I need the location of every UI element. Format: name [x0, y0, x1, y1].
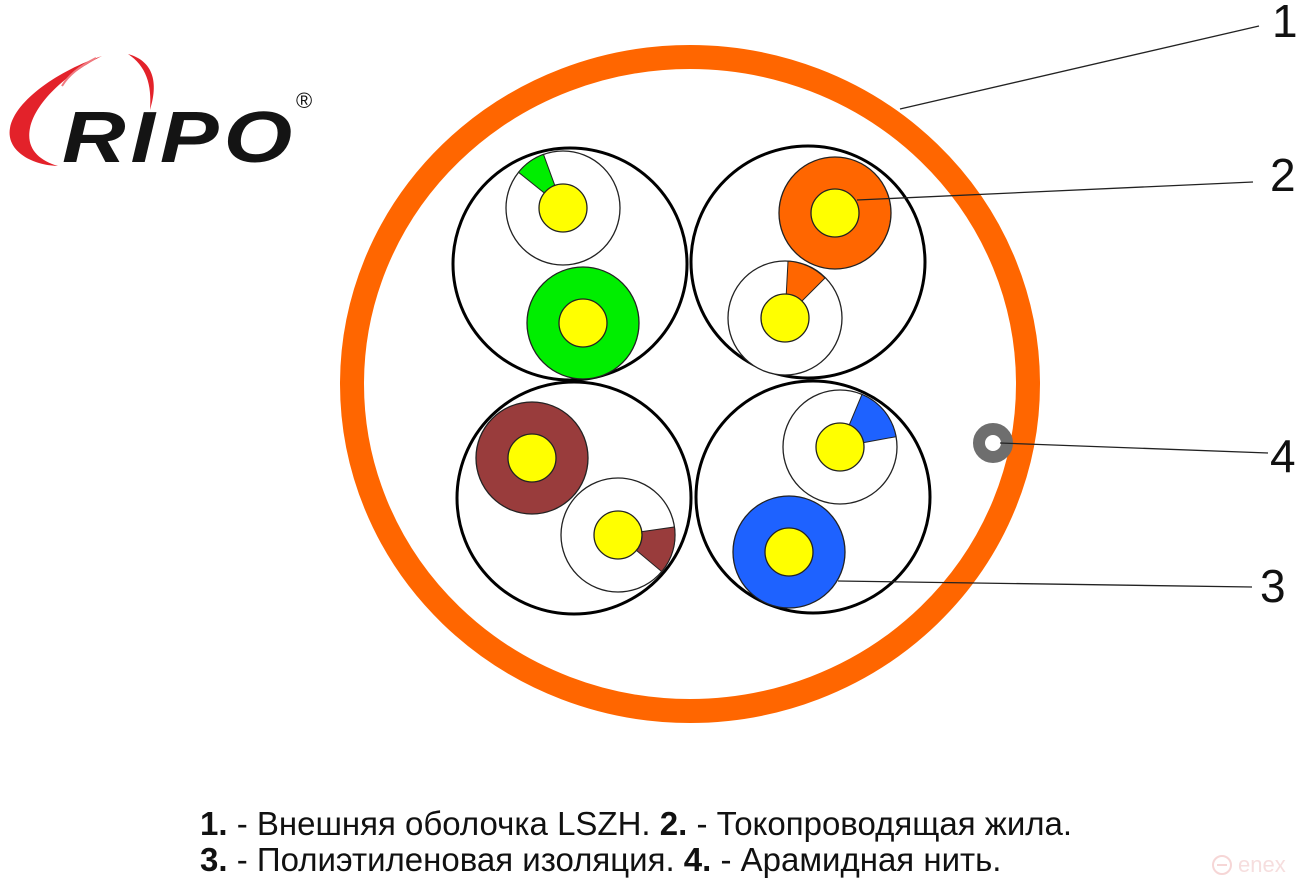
pair-blue	[694, 379, 932, 615]
wire-brown-white	[560, 477, 676, 593]
logo-swoosh-thin-icon	[61, 57, 97, 87]
leader-line-3	[837, 580, 1253, 588]
pair-brown	[455, 380, 693, 616]
leader-line-1	[899, 25, 1260, 110]
legend-number: 2.	[659, 805, 688, 842]
logo-swoosh-top-icon	[128, 54, 154, 110]
watermark-logo-icon	[1212, 855, 1232, 875]
legend-number: 3.	[200, 841, 228, 878]
leader-line-2	[856, 181, 1254, 201]
wire-blue-white	[782, 389, 898, 505]
legend-text-aramid: - Арамидная нить.	[711, 841, 1002, 878]
wire-blue	[732, 495, 846, 609]
logo-swoosh-icon	[9, 56, 102, 166]
legend-caption: 1. - Внешняя оболочка LSZH. 2. - Токопро…	[200, 806, 1200, 878]
callout-2-label: 2	[1270, 149, 1296, 201]
logo-text: RIPO	[62, 98, 297, 178]
watermark-text: enex	[1238, 852, 1286, 877]
callout-1-label: 1	[1272, 0, 1298, 47]
legend-text-outer-jacket: - Внешняя оболочка LSZH.	[227, 805, 660, 842]
wire-orange	[778, 156, 892, 270]
legend-line-1: 1. - Внешняя оболочка LSZH. 2. - Токопро…	[200, 806, 1200, 842]
wire-brown	[475, 401, 589, 515]
wire-green-white	[505, 150, 621, 266]
callout-3-label: 3	[1260, 560, 1286, 612]
leader-line-4	[999, 442, 1269, 454]
leader-lines	[837, 25, 1269, 588]
wire-green	[526, 266, 640, 380]
ripo-logo: RIPO ®	[9, 54, 312, 178]
registered-mark: ®	[296, 88, 312, 113]
callout-4-label: 4	[1270, 430, 1296, 482]
legend-number: 1.	[200, 805, 228, 842]
legend-text-insulation: - Полиэтиленовая изоляция.	[227, 841, 684, 878]
outer-jacket	[340, 45, 1040, 723]
watermark: enex	[1212, 852, 1286, 878]
legend-text-conductor: - Токопроводящая жила.	[687, 805, 1073, 842]
pair-green	[451, 146, 689, 382]
legend-number: 4.	[683, 841, 712, 878]
wire-orange-white	[727, 260, 843, 376]
legend-line-2: 3. - Полиэтиленовая изоляция. 4. - Арами…	[200, 842, 1200, 878]
pair-orange	[689, 144, 927, 380]
